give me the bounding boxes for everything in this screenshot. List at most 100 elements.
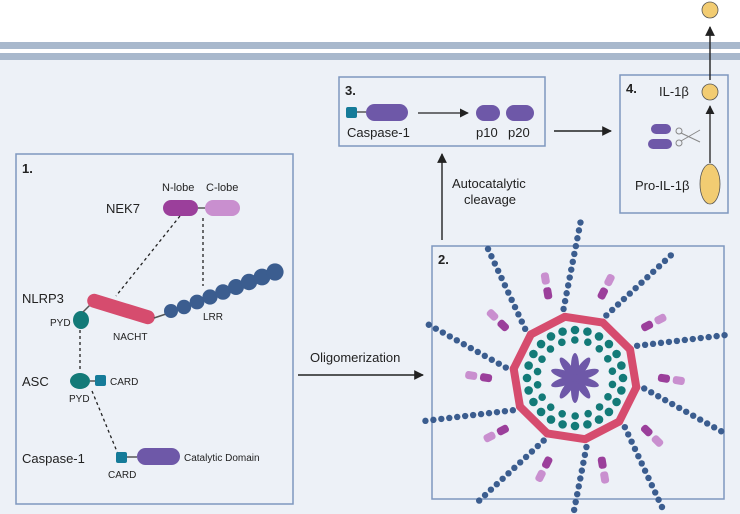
lrr-bead xyxy=(638,279,645,286)
asc-pyd-bead-inner xyxy=(571,336,579,344)
lrr-bead xyxy=(717,428,725,435)
lrr-bead xyxy=(430,416,437,424)
caspase1-full-label: Caspase-1 xyxy=(347,125,410,140)
asc-pyd-bead xyxy=(583,420,592,429)
asc-pyd-bead-inner xyxy=(595,403,604,411)
asc-pyd-bead xyxy=(570,421,580,431)
panel-4-number: 4. xyxy=(626,81,637,96)
asc-pyd-bead-inner xyxy=(595,344,604,353)
nek7-n-lobe-bound xyxy=(541,456,553,469)
lrr-bead xyxy=(569,258,576,266)
p10-subunit xyxy=(476,105,500,121)
nacht-ring-segment xyxy=(509,330,535,373)
lrr-bead xyxy=(481,491,489,499)
asc-pyd-bead-inner xyxy=(538,393,546,401)
caspase1-catalytic-domain xyxy=(137,448,180,465)
nek7-c-lobe-bound xyxy=(465,371,478,380)
asc-pyd-bead-inner xyxy=(608,380,617,389)
lrr-bead xyxy=(517,459,524,466)
nacht-ring-segment xyxy=(581,417,624,444)
asc-pyd-bead-inner xyxy=(584,338,592,347)
inflammasome-complex xyxy=(422,219,728,514)
nek7-c-lobe-bound xyxy=(672,376,685,385)
lrr-bead xyxy=(575,483,582,490)
asc-pyd-bead xyxy=(529,349,538,359)
lrr-bead xyxy=(474,348,481,356)
asc-pyd-bead xyxy=(524,361,533,370)
lrr-bead xyxy=(432,325,440,332)
lrr-bead xyxy=(641,341,649,349)
asc-pyd-bead-inner xyxy=(571,412,579,420)
lrr-bead xyxy=(566,274,573,281)
asc-pyd-bead xyxy=(612,397,621,407)
lrr-bead xyxy=(681,336,689,344)
lrr-bead xyxy=(446,333,454,340)
asc-pyd-bead-inner xyxy=(546,403,555,412)
lrr-bead xyxy=(534,442,542,450)
nacht-ring-segment xyxy=(626,345,641,392)
lrr-bead xyxy=(638,460,645,467)
lrr-bead xyxy=(461,412,469,420)
caspase-petal xyxy=(559,376,577,399)
lrr-bead xyxy=(477,410,485,418)
caspase-petal xyxy=(573,357,591,380)
lrr-bead xyxy=(645,474,652,482)
p20-subunit xyxy=(506,105,534,121)
nek7-n-lobe-bound xyxy=(641,320,654,332)
lrr-bead xyxy=(491,260,498,267)
lrr-bead xyxy=(502,364,509,371)
lrr-bead xyxy=(655,393,662,400)
asc-pyd-bead xyxy=(546,415,556,424)
panel-1: 1. N-lobe C-lobe NEK7 NLRP3 PYD NACHT xyxy=(15,153,294,505)
nek7-c-lobe-bound xyxy=(483,431,496,443)
lrr-bead xyxy=(488,253,495,260)
lrr-bead xyxy=(608,306,616,314)
membrane-outer xyxy=(0,42,740,49)
lrr-bead xyxy=(574,490,581,498)
asc-pyd-bead xyxy=(546,332,556,341)
nacht-ring-segment xyxy=(560,312,607,327)
lrr-bead xyxy=(570,506,578,514)
lrr-bead xyxy=(540,437,547,444)
catalytic-domain-label: Catalytic Domain xyxy=(184,453,260,464)
lrr-bead xyxy=(641,385,648,392)
caspase1-full-card xyxy=(346,107,357,118)
lrr-bead xyxy=(676,404,683,412)
lrr-bead xyxy=(648,482,656,489)
lrr-bead xyxy=(631,445,639,453)
lrr-bead xyxy=(689,412,697,419)
lrr-bead xyxy=(625,431,632,438)
nacht-ring-segment xyxy=(598,318,635,354)
asc-pyd-bead xyxy=(617,361,626,370)
lrr-bead xyxy=(467,344,474,352)
caspase-p10-small xyxy=(651,124,671,134)
asc-pyd-bead xyxy=(618,373,628,383)
il1b-mature xyxy=(701,83,719,101)
lrr-bead xyxy=(662,396,669,404)
lrr-bead xyxy=(487,486,495,493)
nek7-n-lobe-bound xyxy=(543,287,553,300)
asc-pyd-bead xyxy=(612,349,621,359)
caspase1-card-label: CARD xyxy=(108,470,136,481)
lrr-bead xyxy=(439,329,447,336)
lrr-label: LRR xyxy=(203,312,223,323)
asc-pyd-bead-inner xyxy=(538,355,546,363)
lrr-bead xyxy=(635,452,642,460)
lrr-bead xyxy=(703,420,711,427)
panel-3-number: 3. xyxy=(345,83,356,98)
nlrp3-lrr-domain xyxy=(164,263,284,318)
nek7-c-lobe-label: C-lobe xyxy=(206,182,238,194)
asc-pyd-label: PYD xyxy=(69,394,90,405)
lrr-bead xyxy=(713,332,720,340)
lrr-bead xyxy=(511,303,519,311)
asc-card-domain xyxy=(95,375,106,386)
asc-pyd-bead xyxy=(583,327,592,336)
asc-pyd-bead-inner xyxy=(608,367,617,376)
nek7-c-lobe-bound xyxy=(651,435,664,447)
asc-pyd-bead-inner xyxy=(604,355,612,363)
lrr-bead xyxy=(621,423,629,431)
asc-pyd-bead-inner xyxy=(546,345,555,353)
lrr-bead xyxy=(661,257,669,265)
caspase1-full-catalytic xyxy=(366,104,408,121)
asc-pyd-bead xyxy=(617,386,626,395)
